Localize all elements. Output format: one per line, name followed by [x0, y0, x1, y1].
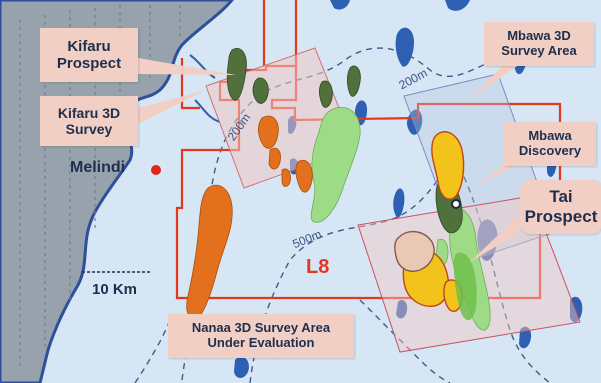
oil-leads	[186, 115, 313, 320]
kifaru-prospect-label: Kifaru Prospect	[56, 37, 122, 72]
nanaa-3d-survey-area-label: Nanaa 3D Survey Area Under Evaluation	[191, 320, 331, 350]
tai-prospect-shape	[393, 231, 435, 272]
mbawa-3d-survey-area-callout: Mbawa 3D Survey Area	[484, 22, 594, 66]
mbawa-discovery-callout: Mbawa Discovery	[504, 122, 596, 166]
melindi-label: Melindi	[70, 159, 126, 176]
tai-green-overlay	[453, 252, 477, 321]
mbawa-discovery-label: Mbawa Discovery	[518, 128, 582, 158]
melindi-city-dot	[151, 165, 161, 175]
coast-shade	[19, 5, 181, 370]
nanaa-3d-survey-area-callout: Nanaa 3D Survey Area Under Evaluation	[168, 314, 354, 358]
scale-bar-label: 10 Km	[92, 281, 138, 298]
kifaru-3d-survey-callout: Kifaru 3D Survey	[40, 96, 138, 146]
tai-prospect-label: Tai Prospect	[524, 187, 598, 226]
block-l8-label: L8	[306, 256, 330, 278]
well-marker-icon	[451, 199, 461, 209]
tai-prospect-callout: Tai Prospect	[520, 180, 601, 234]
inlet	[189, 54, 221, 123]
kifaru-prospect-callout: Kifaru Prospect	[40, 28, 138, 82]
kifaru-3d-survey-label: Kifaru 3D Survey	[57, 104, 121, 137]
mbawa-3d-survey-area-label: Mbawa 3D Survey Area	[501, 28, 577, 58]
